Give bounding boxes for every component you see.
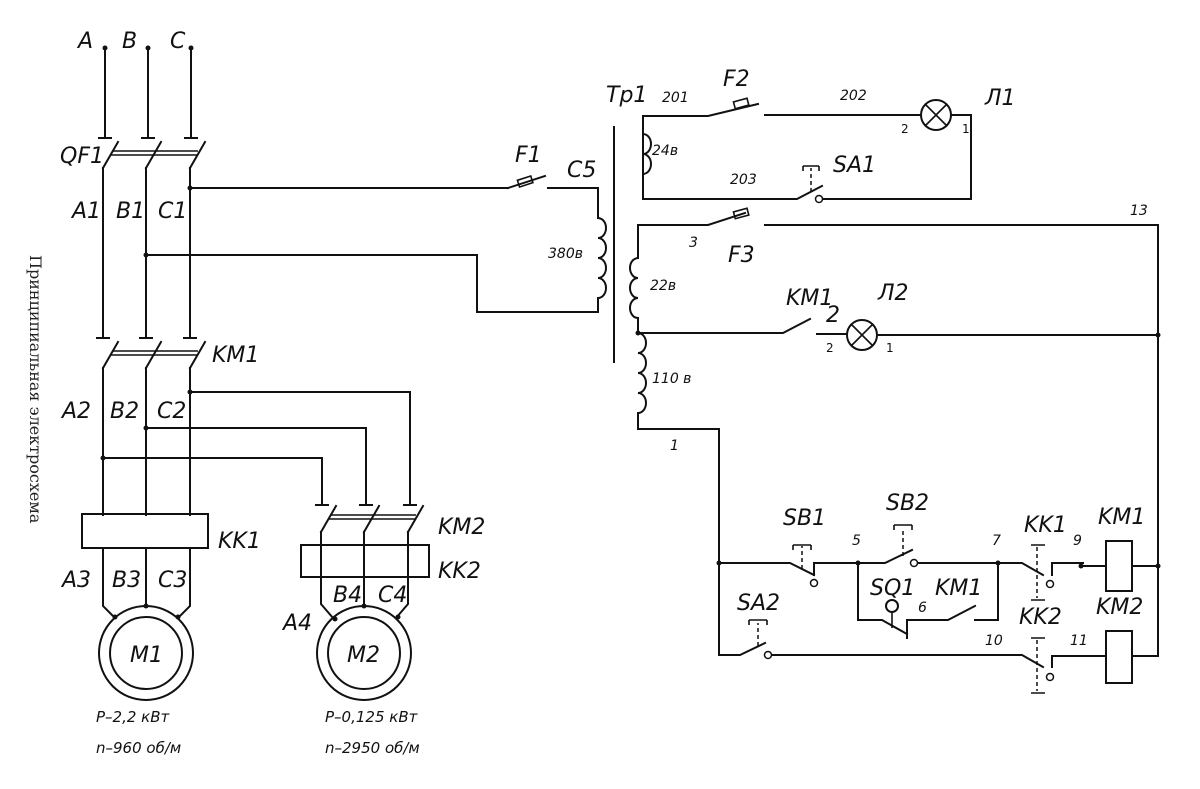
phase-label-c: C <box>170 29 186 54</box>
coil-km1 <box>1105 540 1133 592</box>
thermal-contact-kk1-label: KK1 <box>1024 513 1067 538</box>
contactor-km2-label: KM2 <box>438 515 485 540</box>
breaker-label: QF1 <box>60 144 104 169</box>
motor-m2: M2 P–0,125 кВт n–2950 об/м <box>316 603 420 757</box>
primary-voltage: 380в <box>548 246 583 262</box>
km1-hold-contact-label: KM1 <box>935 576 982 601</box>
primary-circuit: F1 C5 380в <box>506 143 607 313</box>
wire-label-b4: B4 <box>333 583 362 608</box>
button-sb1-label: SB1 <box>783 506 826 531</box>
thermal-relay-kk1: KK1 A3 B3 C3 <box>60 513 261 620</box>
phase-label-a: A <box>76 29 93 54</box>
thermal-relay-kk2: KK2 A4 B4 C4 <box>281 544 481 636</box>
primary-winding <box>596 216 607 313</box>
contactor-km2: KM2 <box>319 504 485 620</box>
wire-label-7: 7 <box>992 533 1001 549</box>
switch-sa2-label: SA2 <box>737 591 780 616</box>
wire-label-c1: C1 <box>158 199 187 224</box>
control-logic: SB1 5 SB2 7 SQ1 6 KM1 KK1 9 KM1 <box>716 491 1161 694</box>
wire-label-6: 6 <box>918 600 927 616</box>
wire-label-10: 10 <box>985 633 1003 649</box>
motor-m2-speed: n–2950 об/м <box>325 739 420 757</box>
thermal-relay-kk1-label: KK1 <box>218 529 261 554</box>
wire-label-b3: B3 <box>112 568 141 593</box>
lamp-l2-pin-2: 2 <box>826 341 834 355</box>
lamp-l1-label: Л1 <box>984 86 1016 111</box>
contactor-km1-label: KM1 <box>212 343 259 368</box>
wire-label-1: 1 <box>670 438 679 454</box>
lamp-l2-label: Л2 <box>877 281 909 306</box>
secondary-110v-label: 110 в <box>652 371 691 387</box>
wire-label-5: 5 <box>852 533 861 549</box>
motor-m1-power: P–2,2 кВт <box>96 708 171 726</box>
coil-km2 <box>1105 630 1133 684</box>
wire-label-b2: B2 <box>110 399 139 424</box>
km1-aux-contact-label: KM1 <box>786 286 833 311</box>
thermal-contact-kk2-label: KK2 <box>1019 605 1062 630</box>
motor-m1-label: M1 <box>130 643 163 668</box>
wire-label-a3: A3 <box>60 568 91 593</box>
signal-circuit: 3 F3 13 22в KM1 2 2 1 Л2 110 в 1 <box>629 203 1161 568</box>
lighting-circuit-24v: 201 F2 202 24в 203 SA1 2 1 Л1 <box>641 67 1016 204</box>
switch-sa1-label: SA1 <box>833 153 876 178</box>
diagram-title: Принципиальная электросхема <box>26 255 45 524</box>
coil-km1-label: KM1 <box>1098 505 1145 530</box>
wire-label-c2: C2 <box>157 399 186 424</box>
wire-label-11: 11 <box>1070 633 1088 649</box>
phase-inputs: A B C <box>76 29 198 139</box>
wire-label-c3: C3 <box>158 568 187 593</box>
secondary-24v-label: 24в <box>652 143 678 159</box>
lamp-l2-pin-top: 2 <box>826 303 840 328</box>
wire-label-a1: A1 <box>70 199 101 224</box>
wire-label-a4: A4 <box>281 611 312 636</box>
lamp-l1-icon <box>920 99 952 131</box>
contactor-km1: KM1 A2 B2 C2 <box>60 340 417 516</box>
motor-m1-speed: n–960 об/м <box>96 739 181 757</box>
limit-switch-sq1-label: SQ1 <box>870 576 915 601</box>
wire-label-c4: C4 <box>378 583 407 608</box>
motor-m2-label: M2 <box>347 643 380 668</box>
transformer-label: Тр1 <box>606 83 647 108</box>
lamp-l1-pin-1: 1 <box>962 122 970 136</box>
thermal-relay-kk2-label: KK2 <box>438 559 481 584</box>
phase-label-b: B <box>122 29 137 54</box>
breaker-qf1: QF1 A1 B1 C1 <box>60 140 599 339</box>
secondary-22v-label: 22в <box>650 278 676 294</box>
wire-label-9: 9 <box>1073 533 1082 549</box>
wire-label-b1: B1 <box>116 199 145 224</box>
wire-label-3: 3 <box>689 235 698 251</box>
button-sb2-label: SB2 <box>886 491 929 516</box>
wire-label-202: 202 <box>840 88 867 104</box>
wire-label-201: 201 <box>662 90 689 106</box>
fuse-f2-label: F2 <box>723 67 750 92</box>
fuse-f1-label: F1 <box>515 143 542 168</box>
lamp-l2-pin-1: 1 <box>886 341 894 355</box>
lamp-l1-pin-2: 2 <box>901 122 909 136</box>
primary-winding-label: C5 <box>567 158 596 183</box>
fuse-f3-label: F3 <box>728 243 755 268</box>
motor-m1: M1 P–2,2 кВт n–960 об/м <box>96 603 194 757</box>
wire-label-203: 203 <box>730 172 757 188</box>
wire-label-a2: A2 <box>60 399 91 424</box>
wire-label-13: 13 <box>1130 203 1148 219</box>
motor-m2-power: P–0,125 кВт <box>325 708 419 726</box>
coil-km2-label: KM2 <box>1096 595 1143 620</box>
